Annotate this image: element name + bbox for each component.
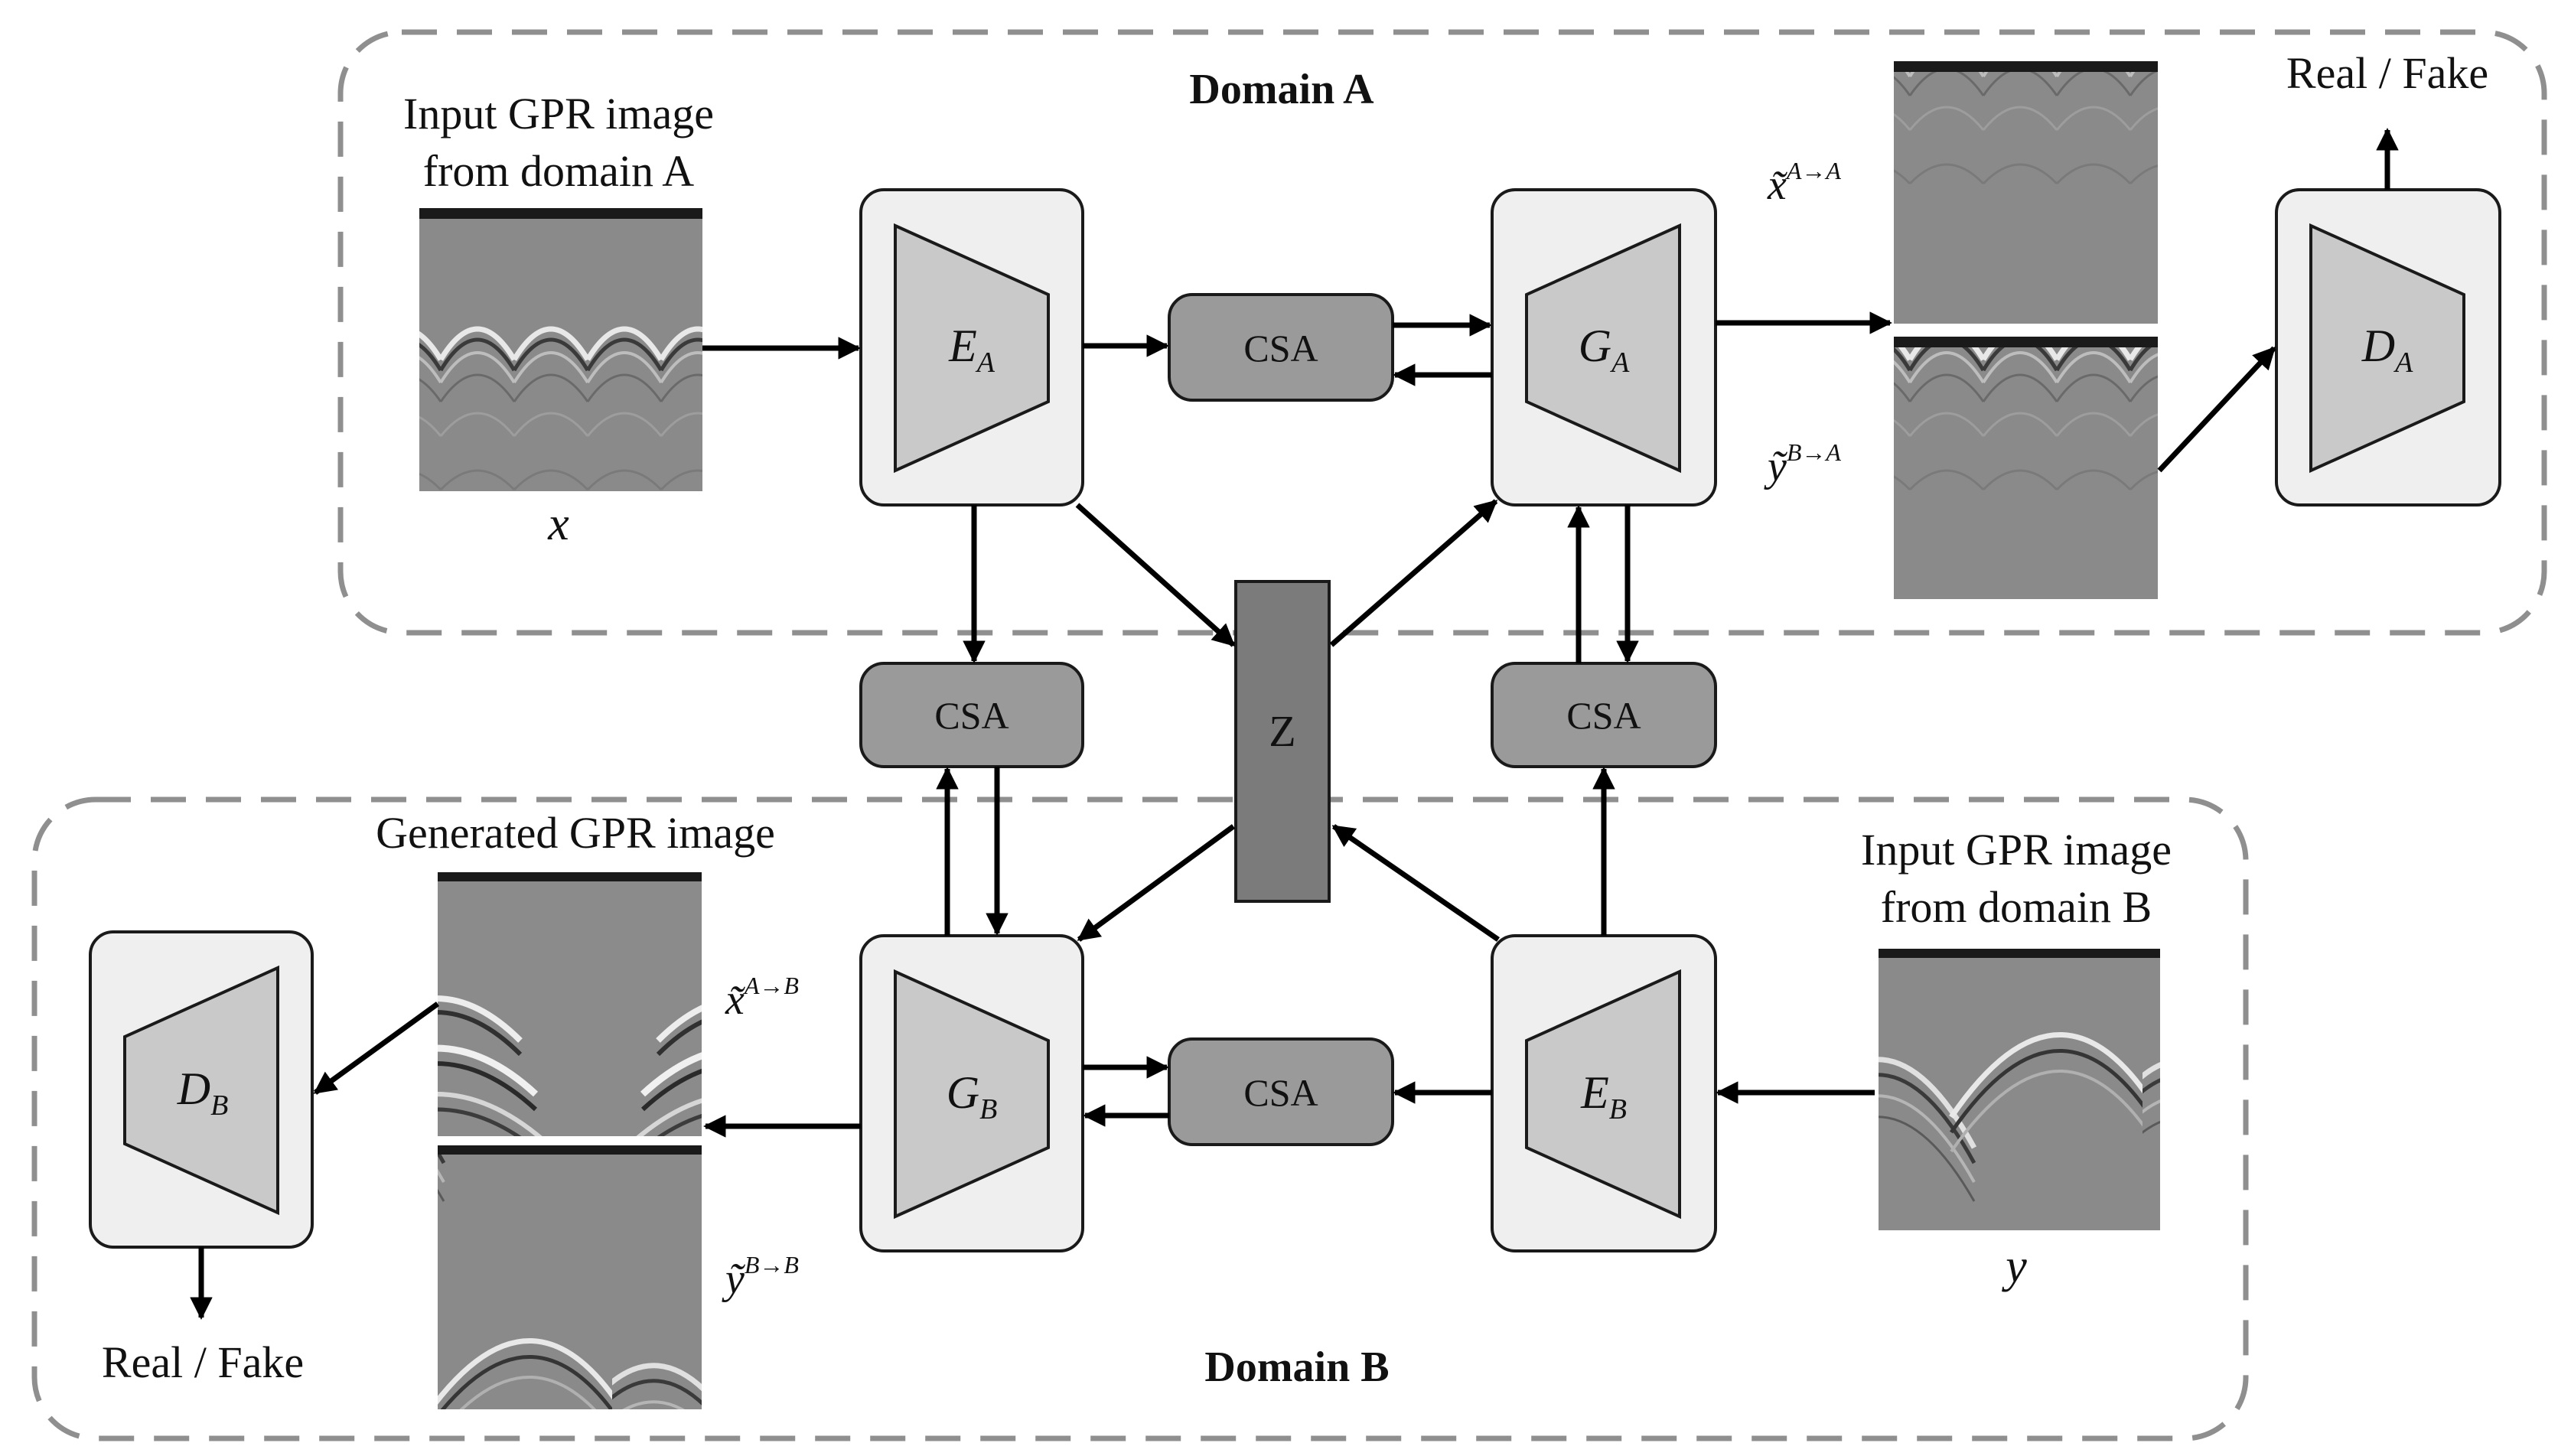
- latent-z-label: Z: [1269, 706, 1295, 756]
- output-image-a-to-a-topband: [1894, 61, 2158, 72]
- encoder-a-trapezoid: [894, 223, 1050, 474]
- csa-block-bottom: [1168, 1037, 1394, 1146]
- csa-right-label: CSA: [1566, 694, 1641, 737]
- discriminator-a-trapezoid: [2309, 223, 2465, 474]
- generated-image-b-to-b-topband: [438, 1145, 702, 1155]
- input-b-variable: y: [2001, 1240, 2027, 1292]
- arrow-generated-to-discriminator-b: [313, 1002, 440, 1095]
- arrow-output-to-discriminator-a: [2157, 346, 2276, 473]
- generator-a-trapezoid: [1525, 223, 1681, 474]
- latent-z-block: [1234, 580, 1331, 903]
- input-b-caption-line2: from domain B: [1881, 882, 2152, 932]
- generator-b-trapezoid: [894, 969, 1050, 1220]
- output-image-b-to-a: [1894, 337, 2158, 599]
- label-y-b-to-a: ỹB→A: [1764, 438, 1841, 490]
- discriminator-b-label: DB: [177, 1063, 229, 1122]
- domain-a-title: Domain A: [1189, 66, 1374, 113]
- generator-a-label: GA: [1579, 321, 1630, 379]
- label-y-b-to-b: ỹB→B: [722, 1251, 799, 1303]
- input-image-a-topband: [419, 208, 702, 219]
- generated-caption: Generated GPR image: [376, 808, 775, 858]
- generated-image-a-to-b: [438, 872, 702, 1136]
- arrow-encoder-a-to-latent: [1075, 503, 1236, 647]
- input-a-caption-line1: Input GPR image: [403, 89, 714, 138]
- input-b-caption-line1: Input GPR image: [1861, 825, 2172, 875]
- input-image-a: [419, 208, 702, 491]
- output-image-a-to-a: [1894, 61, 2158, 324]
- input-image-b: [1879, 949, 2160, 1230]
- encoder-b-label: EB: [1580, 1067, 1627, 1125]
- discriminator-b-trapezoid: [123, 965, 279, 1216]
- discriminator-a-label: DA: [2361, 321, 2413, 379]
- csa-block-top: [1168, 293, 1394, 402]
- generated-image-a-to-b-topband: [438, 872, 702, 881]
- label-x-a-to-a: x̃A→A: [1767, 157, 1841, 209]
- real-fake-a-label: Real / Fake: [2286, 48, 2488, 98]
- csa-block-right: [1491, 662, 1717, 768]
- input-a-caption-line2: from domain A: [423, 146, 695, 196]
- input-a-variable: x: [547, 498, 569, 550]
- arrow-encoder-b-to-latent: [1331, 824, 1500, 942]
- real-fake-b-label: Real / Fake: [102, 1337, 304, 1387]
- encoder-b-trapezoid: [1525, 969, 1681, 1220]
- csa-bottom-label: CSA: [1243, 1071, 1318, 1114]
- csa-block-left: [859, 662, 1084, 768]
- generator-b-label: GB: [947, 1067, 998, 1125]
- output-image-b-to-a-topband: [1894, 337, 2158, 347]
- encoder-a-label: EA: [948, 321, 996, 379]
- csa-left-label: CSA: [934, 694, 1009, 737]
- input-image-b-topband: [1879, 949, 2160, 958]
- domain-b-title: Domain B: [1204, 1344, 1389, 1391]
- csa-top-label: CSA: [1243, 327, 1318, 370]
- label-x-a-to-b: x̃A→B: [725, 972, 799, 1024]
- domain-b-region: [31, 796, 2249, 1441]
- arrow-latent-to-generator-a: [1329, 499, 1498, 647]
- arrow-latent-to-generator-b: [1077, 824, 1236, 942]
- generated-image-b-to-b: [438, 1145, 702, 1409]
